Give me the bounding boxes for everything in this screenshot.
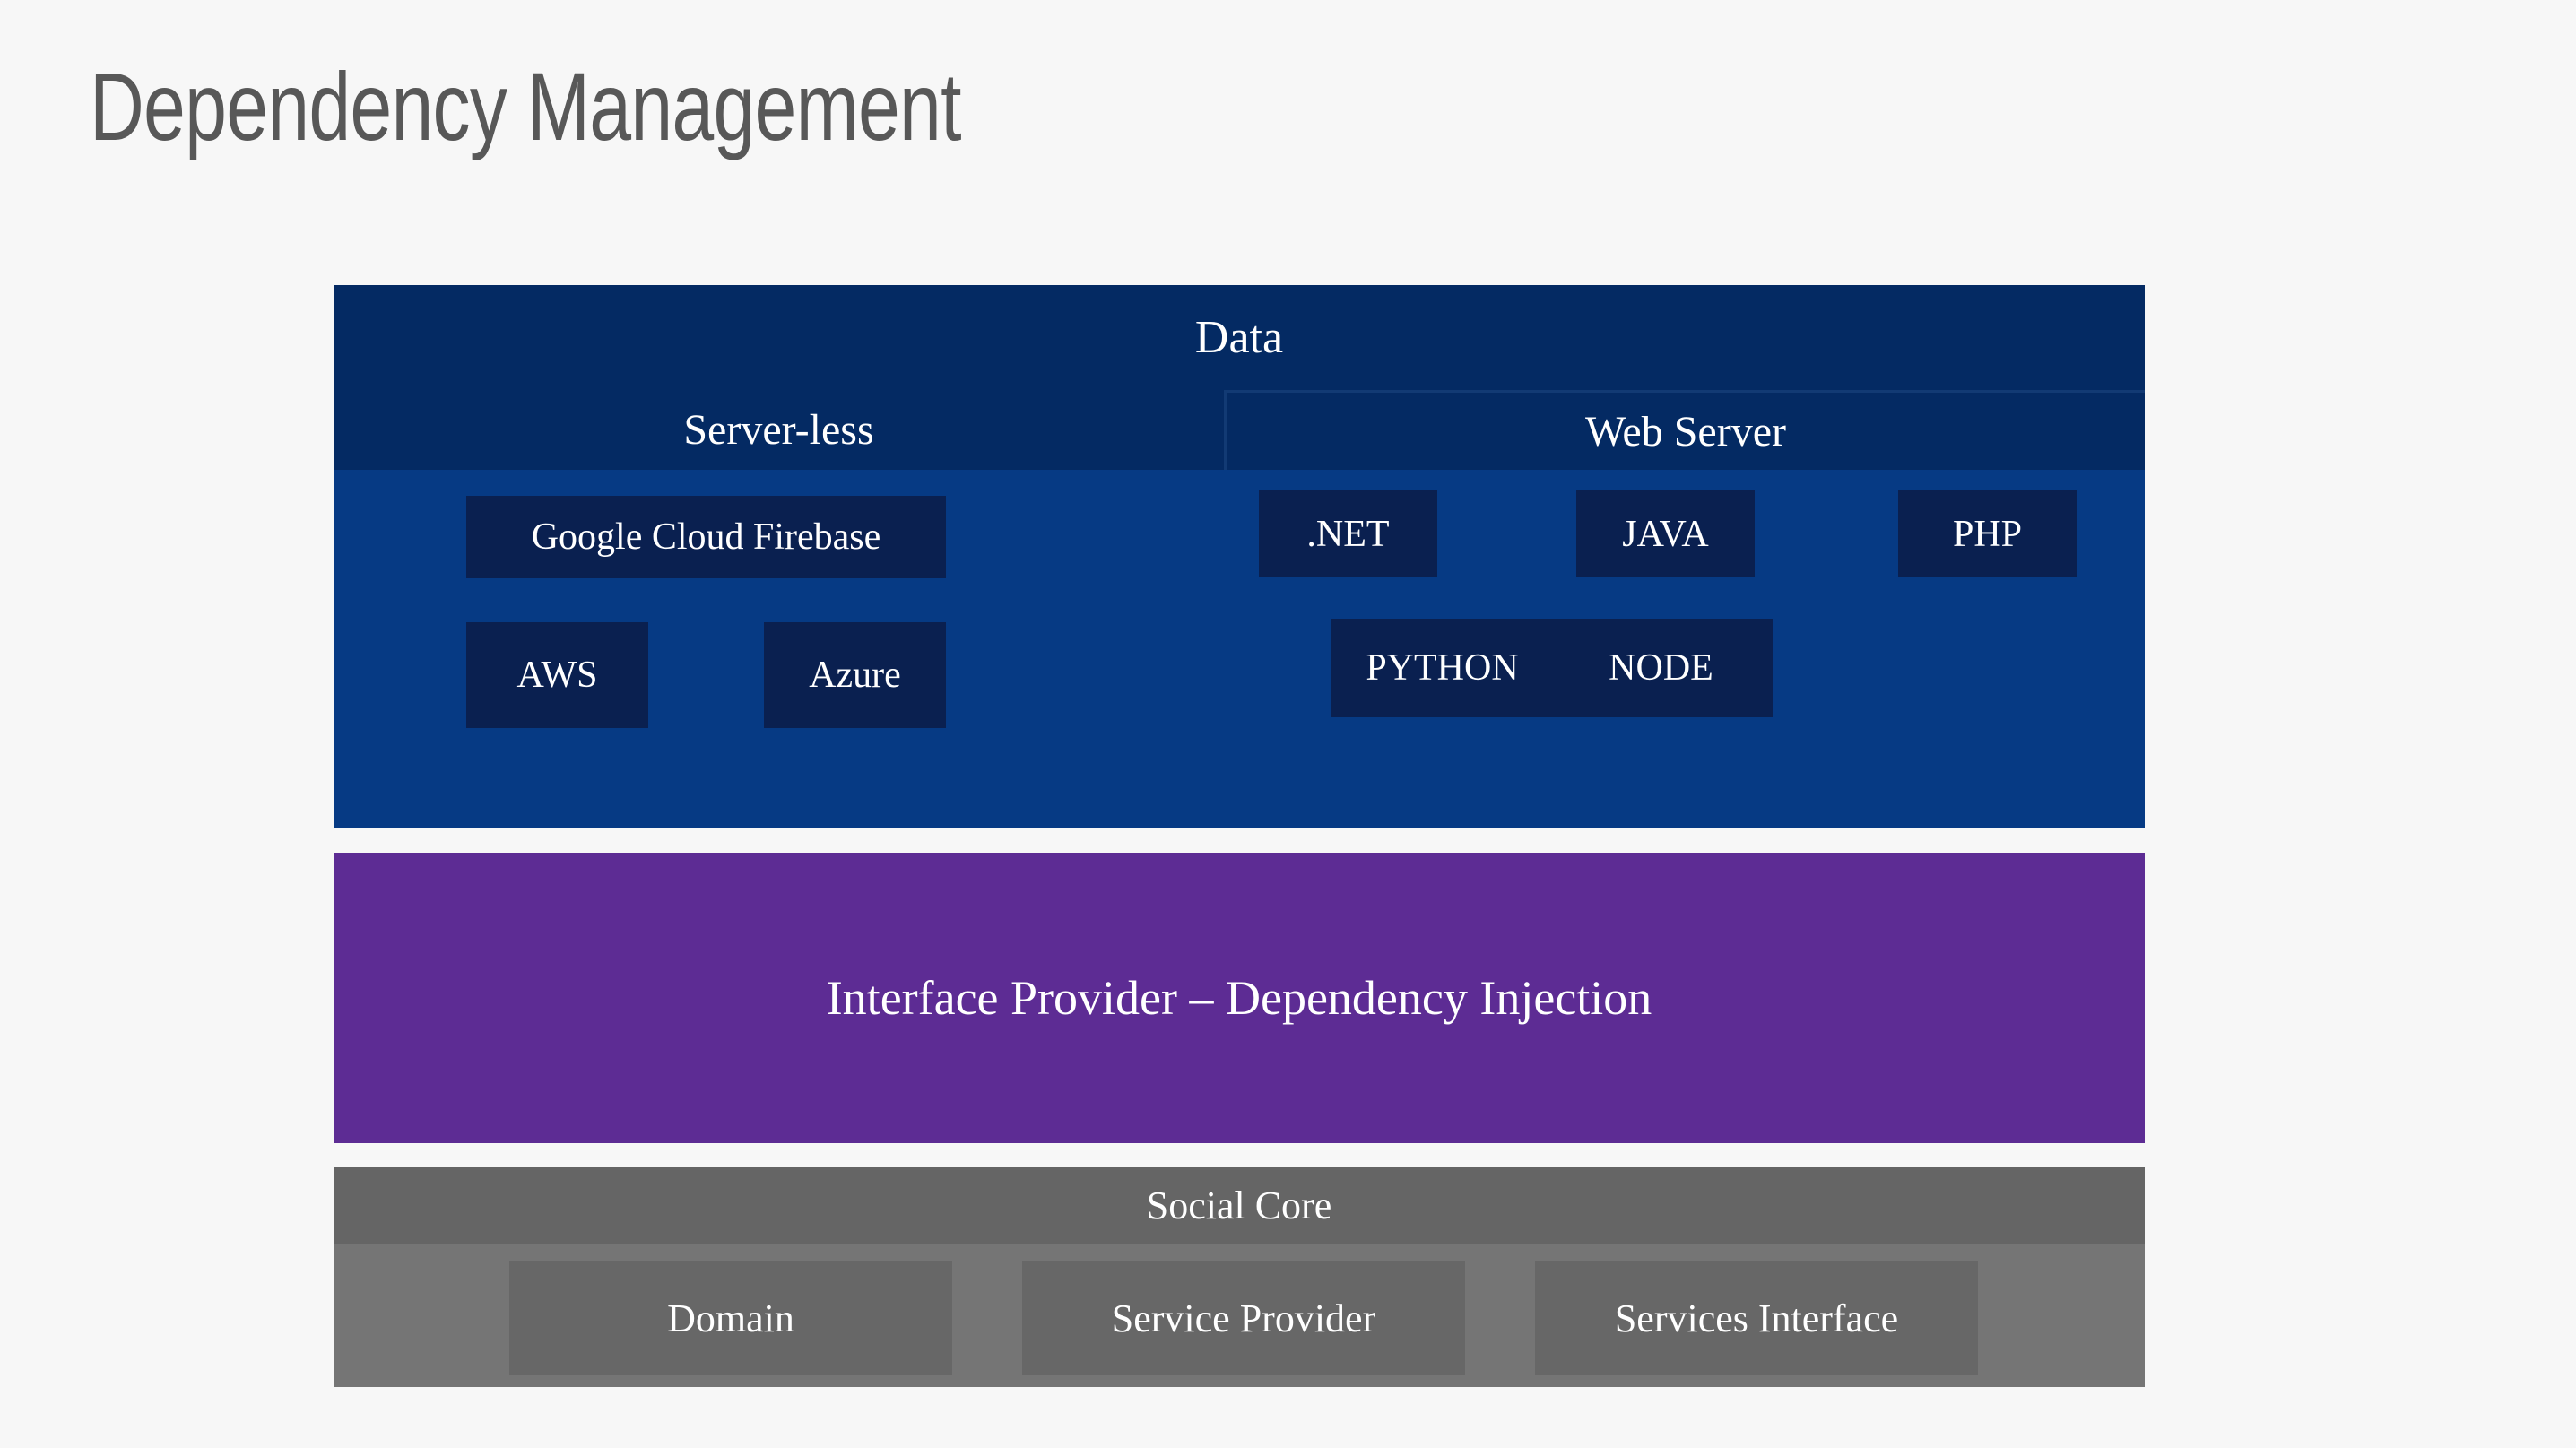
column-header-server-less-label: Server-less bbox=[683, 406, 874, 454]
data-layer-columns-header: Server-less Web Server bbox=[334, 390, 2145, 470]
architecture-diagram: Data Server-less Web Server Google Cloud… bbox=[334, 285, 2145, 1387]
chip-node[interactable]: NODE bbox=[1549, 619, 1773, 717]
layer-social-core: Social Core Domain Service Provider Serv… bbox=[334, 1167, 2145, 1387]
layer-data: Data Server-less Web Server Google Cloud… bbox=[334, 285, 2145, 828]
chip-php[interactable]: PHP bbox=[1898, 490, 2077, 577]
column-header-web-server-label: Web Server bbox=[1584, 407, 1787, 455]
chip-service-provider[interactable]: Service Provider bbox=[1022, 1261, 1465, 1375]
social-core-header: Social Core bbox=[334, 1167, 2145, 1244]
column-header-server-less: Server-less bbox=[334, 390, 1224, 470]
data-layer-title: Data bbox=[1194, 312, 1284, 363]
social-core-title: Social Core bbox=[1146, 1184, 1332, 1227]
column-header-web-server: Web Server bbox=[1224, 390, 2145, 470]
chip-google-cloud-firebase[interactable]: Google Cloud Firebase bbox=[466, 496, 946, 578]
chip-java[interactable]: JAVA bbox=[1576, 490, 1755, 577]
social-core-body: Domain Service Provider Services Interfa… bbox=[334, 1244, 2145, 1387]
data-layer-header: Data bbox=[334, 285, 2145, 390]
layer-interface-provider: Interface Provider – Dependency Injectio… bbox=[334, 853, 2145, 1143]
interface-provider-title: Interface Provider – Dependency Injectio… bbox=[826, 971, 1652, 1025]
page-title: Dependency Management bbox=[90, 52, 962, 160]
chip-dotnet[interactable]: .NET bbox=[1259, 490, 1437, 577]
chip-python[interactable]: PYTHON bbox=[1331, 619, 1554, 717]
chip-domain[interactable]: Domain bbox=[509, 1261, 952, 1375]
data-layer-body: Google Cloud Firebase AWS Azure .NET JAV… bbox=[334, 470, 2145, 828]
chip-azure[interactable]: Azure bbox=[764, 622, 946, 728]
chip-services-interface[interactable]: Services Interface bbox=[1535, 1261, 1978, 1375]
chip-aws[interactable]: AWS bbox=[466, 622, 648, 728]
